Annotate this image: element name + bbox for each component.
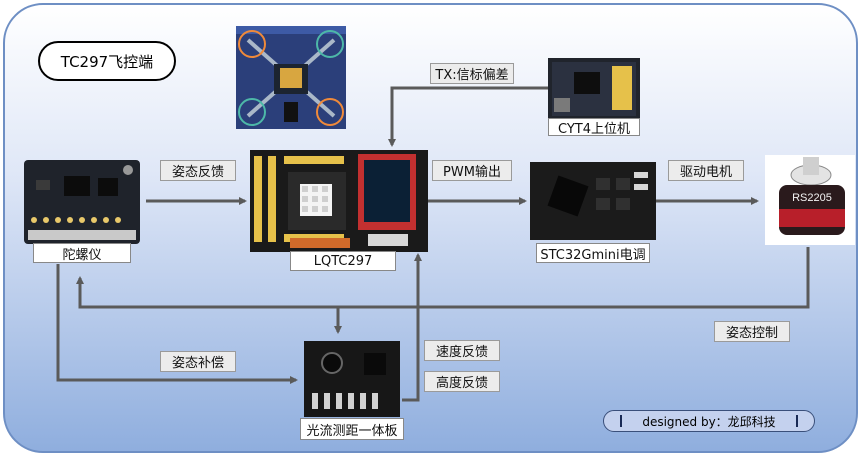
- edge-label-height-feedback: 高度反馈: [424, 371, 500, 392]
- controller-node-label: LQTC297: [290, 251, 396, 271]
- esc-node-label: STC32Gmini电调: [536, 243, 650, 263]
- edge-label-pwm-output: PWM输出: [432, 160, 512, 181]
- edge-label-attitude-feedback: 姿态反馈: [160, 160, 236, 181]
- edge-label-attitude-control: 姿态控制: [714, 321, 790, 342]
- esc-photo: [530, 162, 656, 240]
- host-computer-photo: [548, 58, 640, 120]
- edge-label-speed-feedback: 速度反馈: [424, 340, 500, 361]
- edge-label-drive-motor: 驱动电机: [668, 160, 744, 181]
- flow-board-node-label: 光流测距一体板: [300, 418, 404, 440]
- credit-left-bar: [620, 415, 622, 427]
- arrow-host-to-controller: [388, 86, 548, 147]
- page-title: TC297飞控端: [38, 41, 176, 81]
- flow-board-photo: [304, 341, 400, 417]
- drone-photo: [236, 26, 346, 129]
- gyro-node-label: 陀螺仪: [33, 243, 131, 263]
- motor-photo: RS2205: [765, 155, 855, 245]
- edge-label-attitude-compensation: 姿态补偿: [160, 351, 236, 372]
- arrow-motor-to-gyro: [76, 247, 810, 309]
- edge-label-tx-beacon-offset: TX:信标偏差: [430, 63, 514, 84]
- motor-marking: RS2205: [792, 192, 832, 204]
- credit-badge: designed by：龙邱科技: [603, 410, 815, 432]
- credit-text: designed by：龙邱科技: [642, 414, 776, 429]
- controller-board-photo: [250, 150, 428, 252]
- gyro-photo: [24, 160, 140, 244]
- credit-right-bar: [796, 415, 798, 427]
- arrow-gyro-to-flow-board: [56, 264, 298, 384]
- host-node-label: CYT4上位机: [548, 118, 640, 137]
- arrow-flow-to-controller: [402, 253, 422, 402]
